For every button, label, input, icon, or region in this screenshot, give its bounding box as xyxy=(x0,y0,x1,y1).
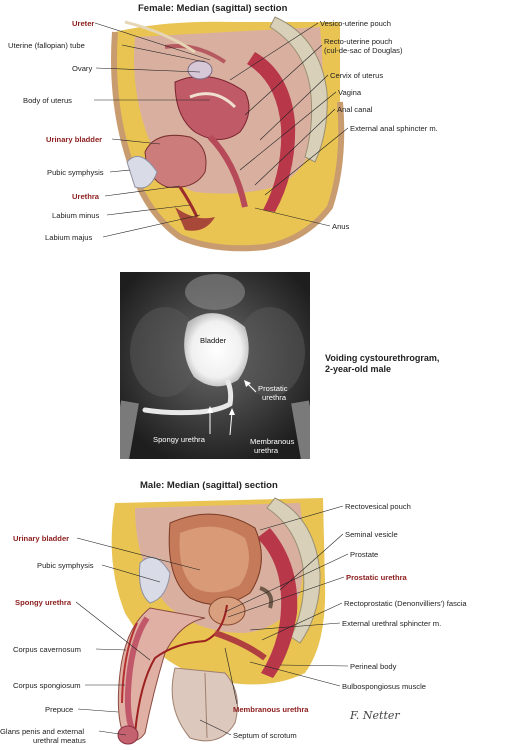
label-glans-2: urethral meatus xyxy=(33,736,86,745)
label-urinary-bladder-m: Urinary bladder xyxy=(13,534,70,543)
label-pubic-symphysis-m: Pubic symphysis xyxy=(37,561,94,570)
label-anus: Anus xyxy=(332,222,350,231)
label-corpus-spongiosum: Corpus spongiosum xyxy=(13,681,81,690)
label-rectovesical: Rectovesical pouch xyxy=(345,502,411,511)
label-cervix: Cervix of uterus xyxy=(330,71,384,80)
label-uterine-tube: Uterine (fallopian) tube xyxy=(8,41,85,50)
label-membranous-urethra: Membranous urethra xyxy=(233,705,309,714)
label-labium-minus: Labium minus xyxy=(52,211,100,220)
xray-prostatic-label-2: urethra xyxy=(262,393,287,402)
label-ext-urethral-sphincter: External urethral sphincter m. xyxy=(342,619,442,628)
xray-prostatic-label: Prostatic xyxy=(258,384,288,393)
label-prepuce: Prepuce xyxy=(45,705,74,714)
xray-membranous-label-2: urethra xyxy=(254,446,279,455)
netter-signature: F. Netter xyxy=(350,709,400,722)
label-ureter: Ureter xyxy=(72,19,95,28)
label-vesico-uterine: Vesico-uterine pouch xyxy=(320,19,391,28)
label-prostate: Prostate xyxy=(350,550,379,559)
label-perineal-body: Perineal body xyxy=(350,662,397,671)
label-ext-anal-sphincter: External anal sphincter m. xyxy=(350,124,438,133)
label-rectoprostatic: Rectoprostatic (Denonvilliers') fascia xyxy=(344,599,467,608)
female-sagittal-illustration xyxy=(111,16,345,252)
label-septum-scrotum: Septum of scrotum xyxy=(233,731,297,740)
label-seminal-vesicle: Seminal vesicle xyxy=(345,530,398,539)
xray-caption-line-2: 2-year-old male xyxy=(325,364,392,374)
label-vagina: Vagina xyxy=(338,88,362,97)
xray-membranous-label: Membranous xyxy=(250,437,295,446)
label-prostatic-urethra: Prostatic urethra xyxy=(346,573,407,582)
label-bulbospongiosus: Bulbospongiosus muscle xyxy=(342,682,427,691)
label-recto-uterine: Recto-uterine pouch xyxy=(324,37,393,46)
label-recto-uterine-2: (cul-de-sac of Douglas) xyxy=(324,46,403,55)
label-spongy-urethra: Spongy urethra xyxy=(15,598,72,607)
label-urinary-bladder-f: Urinary bladder xyxy=(46,135,103,144)
xray-bladder-label: Bladder xyxy=(200,336,227,345)
label-corpus-cavernosum: Corpus cavernosum xyxy=(13,645,81,654)
female-title: Female: Median (sagittal) section xyxy=(138,3,288,14)
male-title: Male: Median (sagittal) section xyxy=(140,480,278,491)
xray-caption-line-1: Voiding cystourethrogram, xyxy=(325,353,440,363)
xray-spongy-label: Spongy urethra xyxy=(153,435,205,444)
label-body-uterus: Body of uterus xyxy=(23,96,72,105)
label-labium-majus: Labium majus xyxy=(45,233,93,242)
cystourethrogram-xray: Bladder Prostatic urethra Spongy urethra… xyxy=(120,272,310,459)
label-glans: Glans penis and external xyxy=(0,727,85,736)
label-urethra-f: Urethra xyxy=(72,192,100,201)
label-ovary: Ovary xyxy=(72,64,93,73)
label-anal-canal: Anal canal xyxy=(337,105,373,114)
label-pubic-symphysis-f: Pubic symphysis xyxy=(47,168,104,177)
